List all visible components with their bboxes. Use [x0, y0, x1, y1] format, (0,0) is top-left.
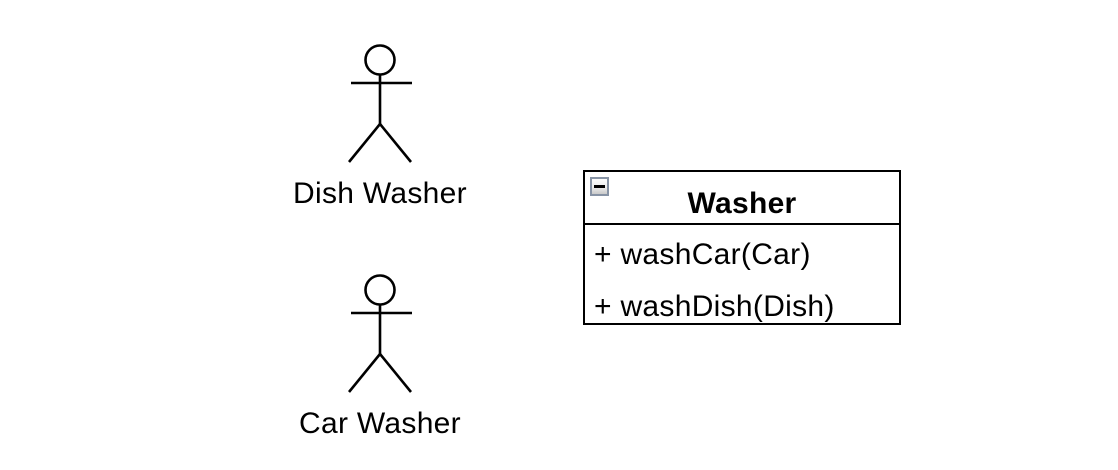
actor-label: Dish Washer [293, 177, 467, 210]
collapse-button[interactable] [590, 177, 609, 196]
actor-dish-washer[interactable]: Dish Washer [280, 43, 480, 210]
class-members-compartment: + washCar(Car) + washDish(Dish) [585, 225, 899, 333]
actor-stick-figure-icon [347, 274, 413, 393]
class-method: + washCar(Car) [594, 238, 811, 271]
class-header: Washer [585, 172, 899, 225]
class-box-washer[interactable]: Washer + washCar(Car) + washDish(Dish) [583, 170, 901, 325]
actor-stick-figure-icon [347, 44, 413, 163]
class-method: + washDish(Dish) [594, 290, 835, 323]
actor-car-washer[interactable]: Car Washer [280, 273, 480, 440]
minus-icon [594, 185, 605, 188]
class-title: Washer [687, 187, 797, 220]
actor-label: Car Washer [299, 407, 461, 440]
